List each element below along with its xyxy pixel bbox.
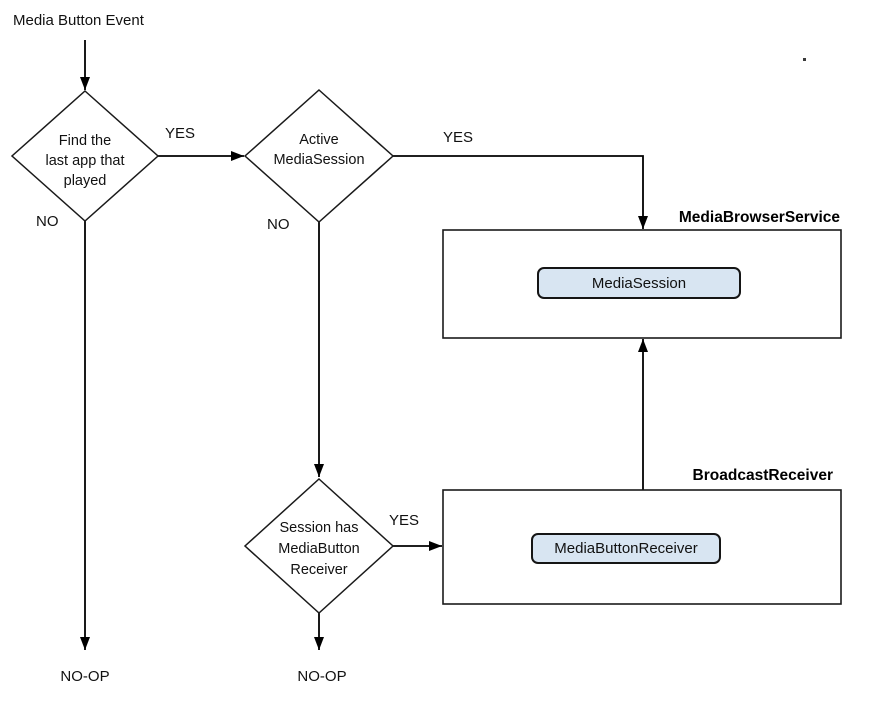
edge-label-active-yes: YES: [443, 129, 474, 146]
edge-label-find-no: NO: [36, 213, 59, 230]
mediabrowserservice-title: MediaBrowserService: [678, 209, 840, 226]
edge-label-active-no: NO: [267, 216, 290, 233]
edge-active-yes-to-mediabrowserservice: [393, 155, 648, 229]
mediasession-component-shape: [537, 267, 741, 299]
decision-session-has-receiver-shape: [243, 477, 395, 615]
broadcastreceiver-title: BroadcastReceiver: [692, 467, 833, 484]
decision-find-last-app-shape: [10, 89, 160, 223]
mediabuttonreceiver-component-label: MediaButtonReceiver: [554, 540, 698, 557]
decision-active-mediasession-shape: [243, 88, 395, 224]
noop-terminal-left: NO-OP: [60, 668, 110, 685]
decision-session-has-receiver-label: Session has MediaButton Receiver: [278, 520, 360, 578]
mediasession-component-label: MediaSession: [591, 274, 687, 292]
artifact-dot: [803, 58, 806, 61]
mediabuttonreceiver-component-shape: [531, 533, 721, 564]
start-label: Media Button Event: [13, 12, 144, 29]
edge-label-find-yes: YES: [165, 125, 196, 142]
decision-find-last-app-label: Find the last app that played: [45, 133, 125, 189]
edge-label-session-yes: YES: [389, 512, 420, 529]
noop-terminal-right: NO-OP: [297, 668, 347, 685]
decision-active-mediasession-label: Active MediaSession: [273, 132, 365, 168]
